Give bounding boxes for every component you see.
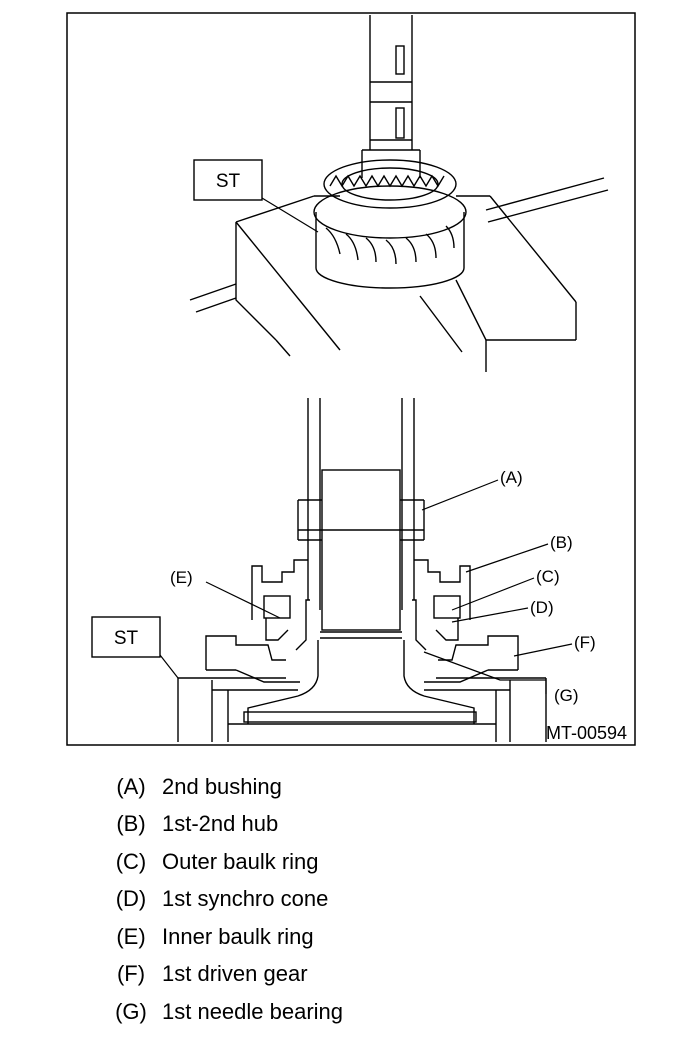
parts-legend: (A) 2nd bushing (B) 1st-2nd hub (C) Oute… xyxy=(100,768,660,1031)
legend-text: Inner baulk ring xyxy=(162,923,314,949)
legend-text: 2nd bushing xyxy=(162,773,282,799)
figure-code: MT-00594 xyxy=(546,723,627,743)
legend-key: (G) xyxy=(115,998,147,1024)
legend-text: Outer baulk ring xyxy=(162,848,319,874)
legend-item: (D) 1st synchro cone xyxy=(100,881,660,919)
legend-key: (F) xyxy=(116,961,146,987)
figure-frame xyxy=(66,12,636,746)
press-illustration xyxy=(189,15,609,372)
svg-text:ST: ST xyxy=(216,171,241,192)
assembly-diagram: ST xyxy=(66,12,636,746)
legend-item: (B) 1st-2nd hub xyxy=(100,806,660,844)
svg-text:ST: ST xyxy=(114,628,139,649)
st-label-bottom: ST xyxy=(91,616,179,679)
cross-section xyxy=(177,398,547,742)
legend-key: (D) xyxy=(115,886,147,912)
callout-a: (A) xyxy=(500,468,523,487)
st-label-top: ST xyxy=(193,159,319,233)
legend-key: (B) xyxy=(116,811,146,837)
legend-key: (C) xyxy=(115,848,147,874)
legend-item: (G) 1st needle bearing xyxy=(100,993,660,1031)
callout-b: (B) xyxy=(550,533,573,552)
legend-text: 1st-2nd hub xyxy=(162,811,279,837)
legend-key: (A) xyxy=(116,773,146,799)
callout-g: (G) xyxy=(554,686,579,705)
legend-item: (E) Inner baulk ring xyxy=(100,918,660,956)
callout-e: (E) xyxy=(170,568,193,587)
legend-text: 1st driven gear xyxy=(162,961,308,987)
callout-leaders xyxy=(205,479,573,694)
legend-text: 1st synchro cone xyxy=(162,886,329,912)
callout-c: (C) xyxy=(536,567,560,586)
callout-f: (F) xyxy=(574,633,596,652)
legend-key: (E) xyxy=(116,923,146,949)
legend-item: (A) 2nd bushing xyxy=(100,768,660,806)
legend-item: (F) 1st driven gear xyxy=(100,956,660,994)
legend-text: 1st needle bearing xyxy=(162,998,344,1024)
callout-d: (D) xyxy=(530,598,554,617)
legend-item: (C) Outer baulk ring xyxy=(100,843,660,881)
